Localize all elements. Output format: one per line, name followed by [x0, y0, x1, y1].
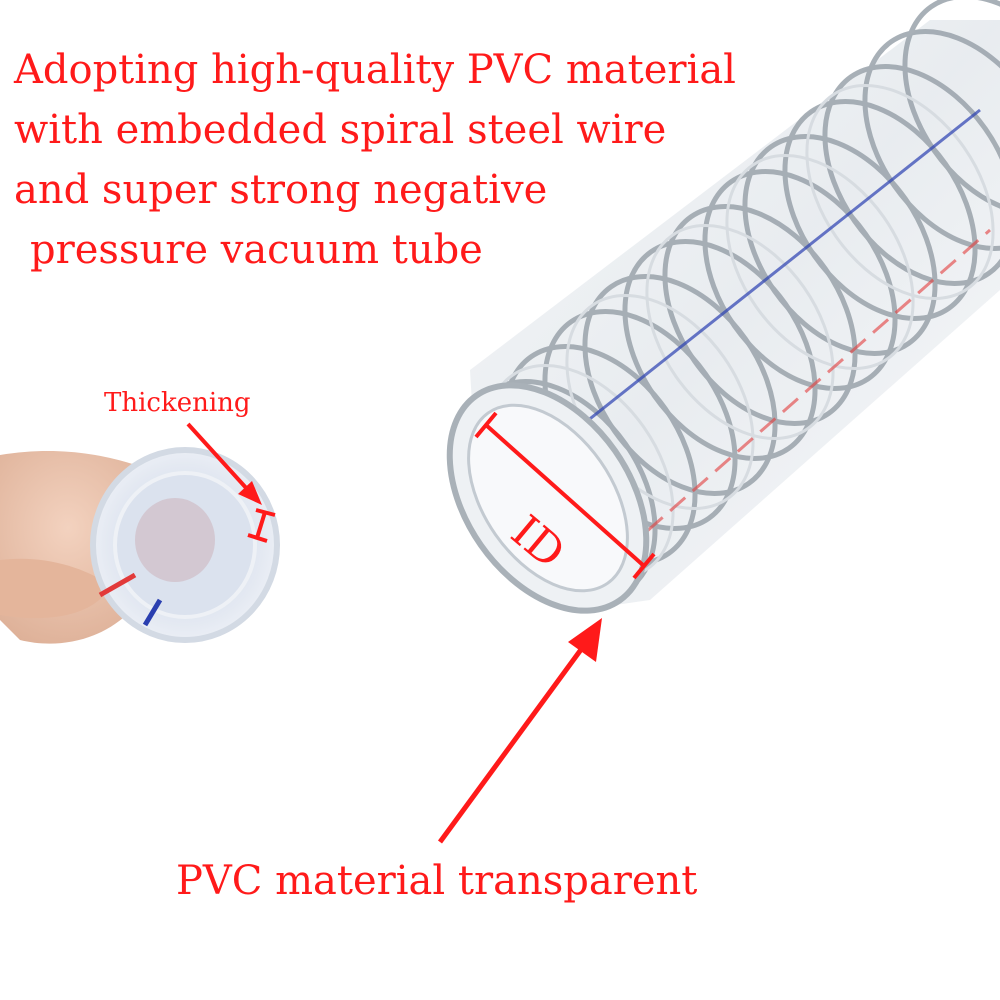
- headline-line-1: Adopting high-quality PVC material: [14, 47, 736, 93]
- headline-line-3: and super strong negative: [14, 167, 548, 213]
- id-dimension-marker: [474, 411, 656, 580]
- transparent-label: PVC material transparent: [176, 858, 698, 904]
- thickening-label: Thickening: [104, 388, 251, 418]
- thickening-arrow: [186, 422, 262, 505]
- headline: Adopting high-quality PVC material with …: [14, 40, 736, 280]
- hand-holding-hose: [0, 447, 280, 644]
- headline-line-2: with embedded spiral steel wire: [14, 107, 667, 153]
- spiral-hose: [446, 0, 1000, 614]
- headline-line-4: pressure vacuum tube: [30, 227, 483, 273]
- thickness-marker: [247, 508, 276, 543]
- transparent-arrow: [437, 618, 602, 844]
